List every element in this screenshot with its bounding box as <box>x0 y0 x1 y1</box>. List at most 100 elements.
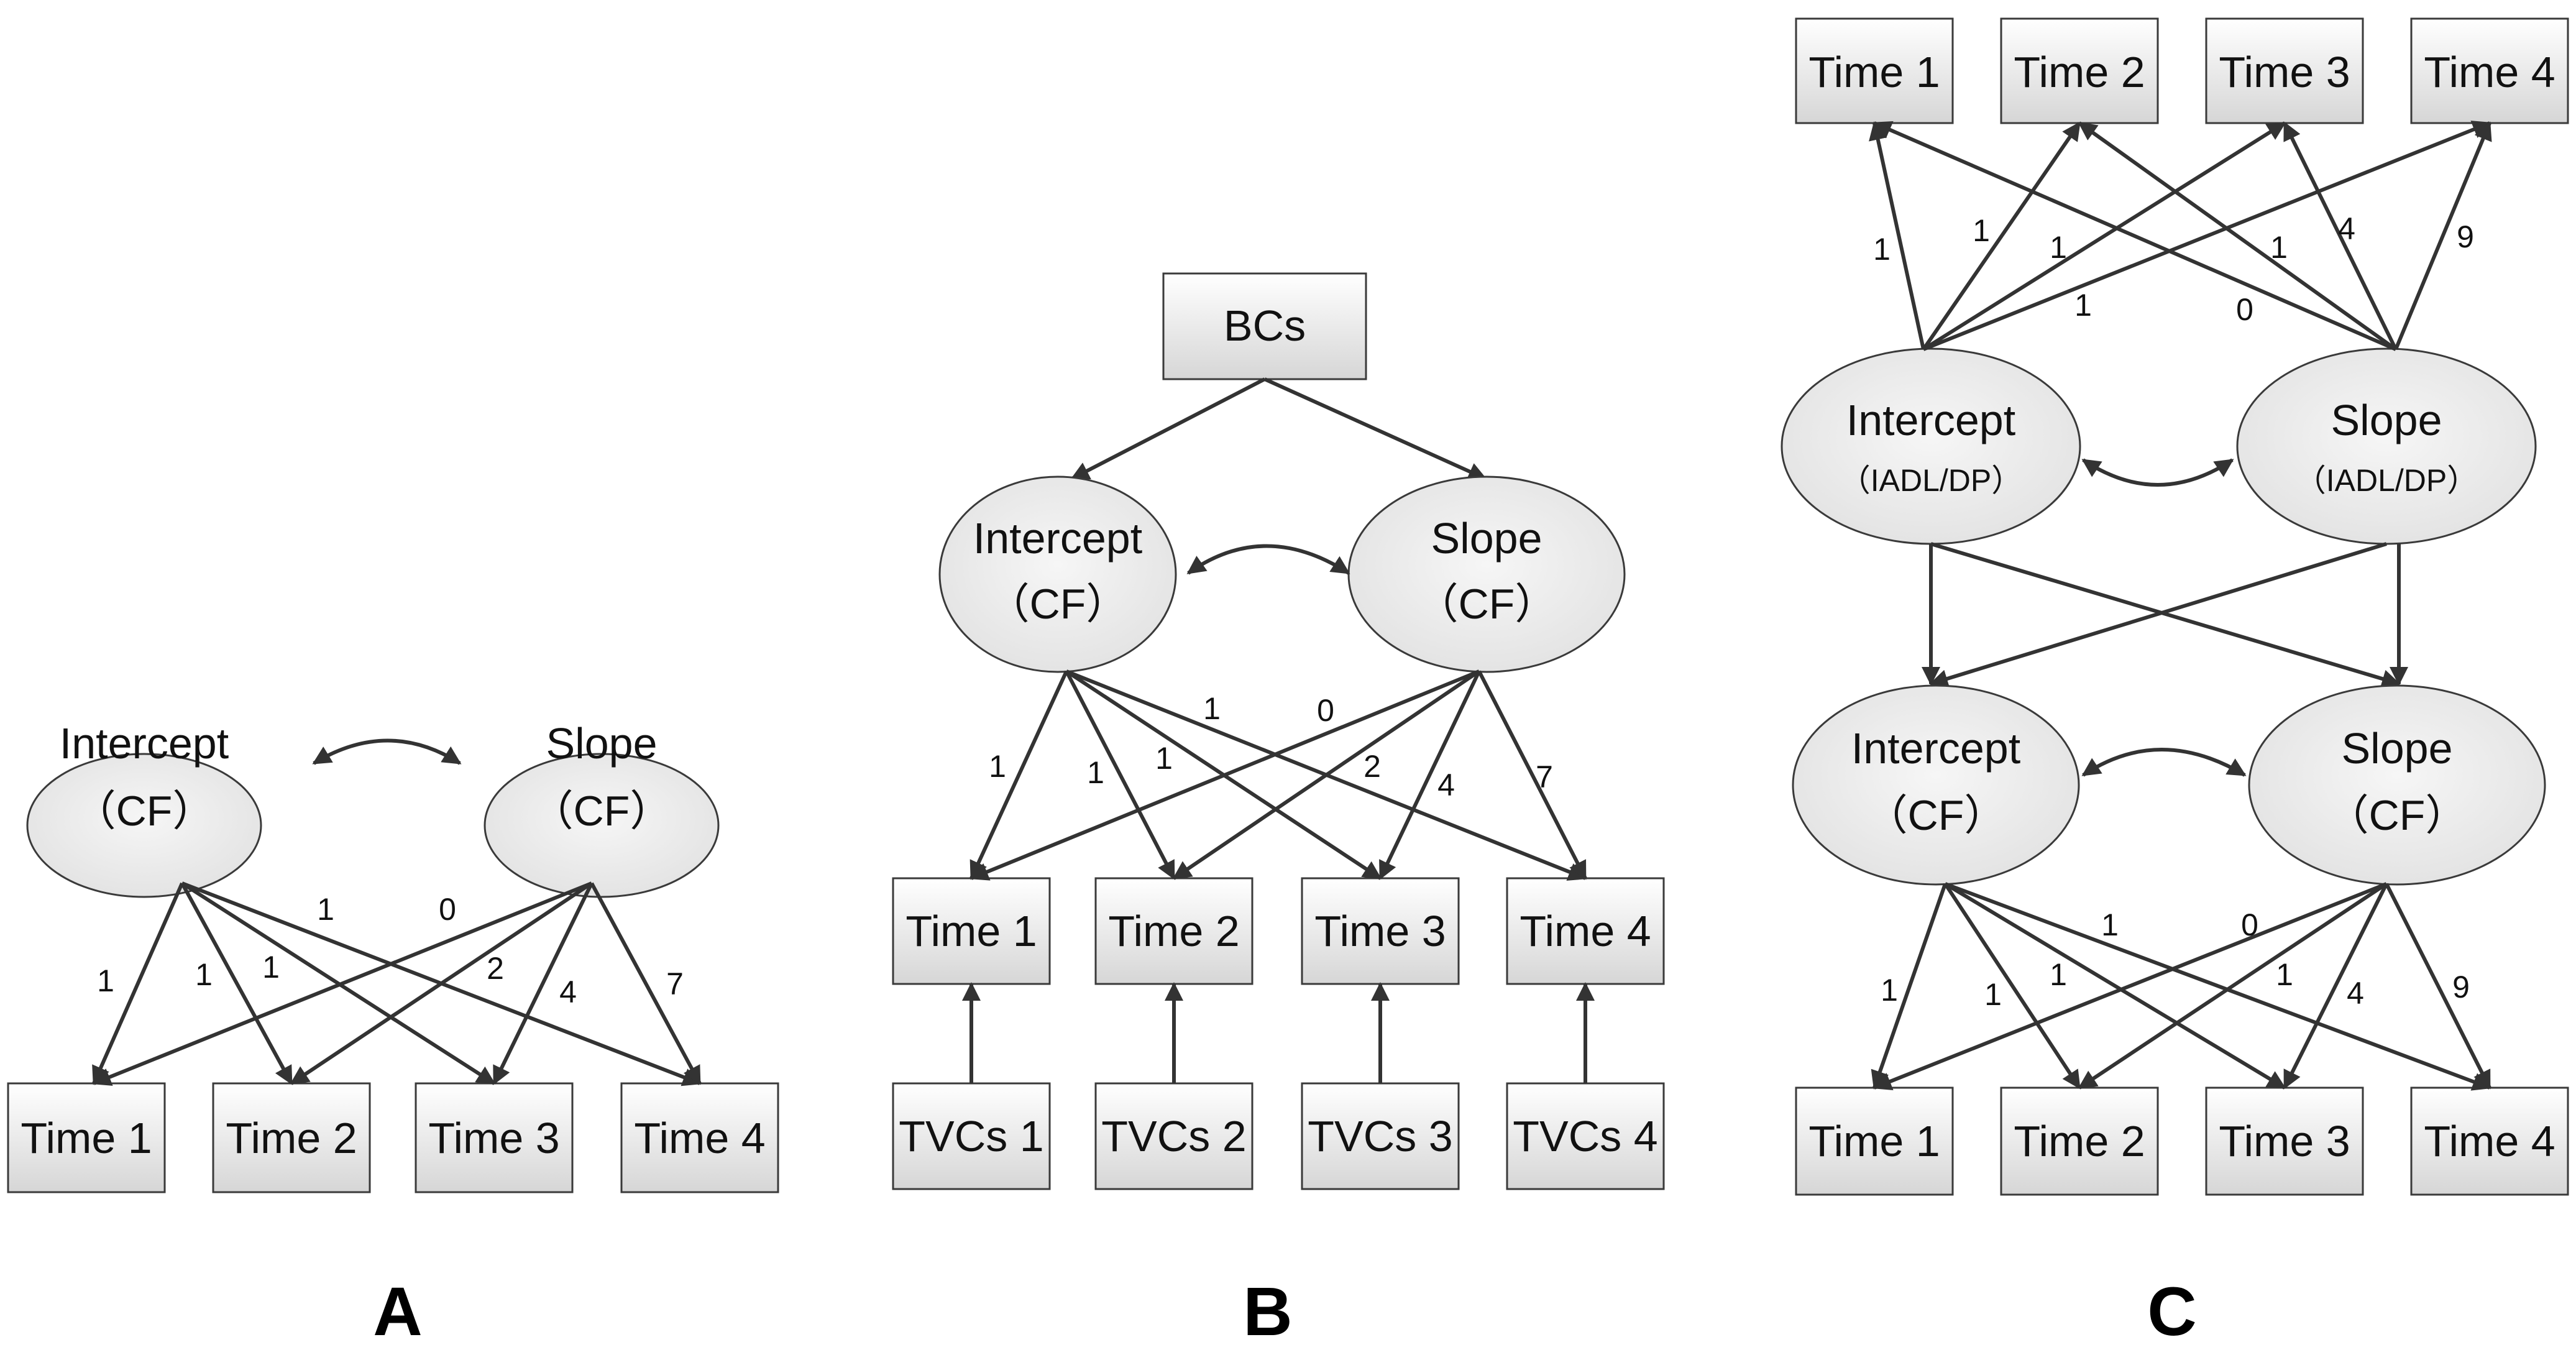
panel-a-path-slope-time-1 <box>92 881 593 1086</box>
panel-b-loading-slope-2: 2 <box>1364 749 1381 784</box>
panel-b-loading-slope-3: 4 <box>1437 768 1455 802</box>
panel-c-bottom-slope-node: Slope （CF） <box>2248 684 2546 886</box>
panel-a-loading-intercept-4: 1 <box>317 892 334 927</box>
panel-b-slope-title: Slope <box>1431 514 1542 563</box>
panel-c-path-top-slope-bottom-intercept <box>1929 542 2387 688</box>
panel-c-bottom-loading-intercept-4: 1 <box>2101 907 2119 942</box>
panel-c-top-time-4-label: Time 4 <box>2424 48 2555 96</box>
panel-a-intercept-sub: （CF） <box>74 788 215 835</box>
panel-a-path-intercept-time-1 <box>92 882 184 1085</box>
panel-b-path-bcs-slope <box>1263 377 1487 480</box>
panel-b-tvcs-1-label: TVCs 1 <box>899 1112 1043 1160</box>
panel-c-bottom-time-1-box: Time 1 <box>1795 1086 1954 1196</box>
panel-c-bottom-loading-intercept-2: 1 <box>1984 977 2002 1012</box>
panel-a-path-slope-time-4 <box>590 882 702 1085</box>
panel-c-top-slope-node: Slope （IADL/DP） <box>2236 347 2537 545</box>
panel-c-top-covariance-arrow <box>2081 458 2234 487</box>
panel-b: BCs Intercept （CF） Slope （CF） Time 1 Tim… <box>892 272 1665 1350</box>
panel-c-top-time-1-box: Time 1 <box>1795 17 1954 124</box>
panel-a-loading-intercept-2: 1 <box>195 957 213 992</box>
panel-c-label: C <box>2147 1274 2196 1350</box>
panel-c-bottom-intercept-node: Intercept （CF） <box>1792 684 2080 886</box>
panel-a-loading-slope-1: 0 <box>439 892 456 927</box>
panel-b-path-intercept-time-1 <box>969 670 1068 880</box>
panel-c-bottom-loading-slope-3: 4 <box>2347 976 2364 1011</box>
panel-b-time-4-label: Time 4 <box>1519 907 1651 955</box>
panel-c-bottom-time-2-label: Time 2 <box>2014 1117 2145 1165</box>
panel-b-label: B <box>1243 1274 1292 1350</box>
panel-c-bottom-path-intercept-time-2 <box>1943 883 2081 1090</box>
panel-a-slope-node: Slope （CF） <box>484 719 720 898</box>
panel-b-loading-slope-1: 0 <box>1317 693 1334 728</box>
panel-c-top-loading-slope-3: 4 <box>2338 211 2355 246</box>
panel-b-time-2-box: Time 2 <box>1094 877 1254 985</box>
panel-a-time-4-label: Time 4 <box>634 1114 765 1162</box>
panel-b-intercept-node: Intercept （CF） <box>938 475 1177 673</box>
panel-b-tvcs-1-box: TVCs 1 <box>892 1082 1051 1190</box>
panel-c-bottom-intercept-title: Intercept <box>1851 724 2020 773</box>
panel-c-bottom-path-slope-time-2 <box>2078 882 2388 1090</box>
panel-b-tvcs-2-box: TVCs 2 <box>1094 1082 1254 1190</box>
panel-a-time-3-box: Time 3 <box>415 1082 574 1193</box>
panel-c-top-intercept-title: Intercept <box>1846 396 2015 444</box>
panel-c-top-time-2-box: Time 2 <box>2000 17 2159 124</box>
panel-c-top-time-3-label: Time 3 <box>2219 48 2350 96</box>
panel-c-top-path-intercept-time-4 <box>1922 121 2491 351</box>
panel-b-time-3-box: Time 3 <box>1301 877 1460 985</box>
panel-c-bottom-loading-slope-4: 9 <box>2452 970 2470 1004</box>
panel-c-top-slope-title: Slope <box>2331 396 2442 444</box>
panel-c-top-loading-intercept-2: 1 <box>1973 213 1990 248</box>
panel-a: Intercept （CF） Slope （CF） Time 1 Time 2 … <box>7 719 779 1350</box>
panel-c-bottom-slope-title: Slope <box>2341 724 2452 773</box>
panel-c-bottom-covariance-arrow <box>2081 748 2247 777</box>
panel-c-top-path-slope-time-1 <box>1872 121 2397 351</box>
panel-b-path-intercept-time-2 <box>1065 670 1176 880</box>
panel-b-tvcs-2-label: TVCs 2 <box>1101 1112 1246 1160</box>
panel-b-time-2-label: Time 2 <box>1108 907 1239 955</box>
panel-c-top-time-3-box: Time 3 <box>2205 17 2364 124</box>
panel-b-bcs-label: BCs <box>1224 301 1306 350</box>
panel-b-tvcs-3-box: TVCs 3 <box>1301 1082 1460 1190</box>
panel-a-path-slope-time-3 <box>492 882 594 1085</box>
panel-c-top-loading-slope-2: 1 <box>2270 230 2288 265</box>
panel-b-loading-intercept-4: 1 <box>1203 691 1221 726</box>
panel-c-bottom-path-intercept-time-3 <box>1944 882 2286 1090</box>
panel-c-bottom-path-intercept-time-4 <box>1944 882 2491 1091</box>
panel-a-slope-sub: （CF） <box>531 788 672 835</box>
panel-a-time-4-box: Time 4 <box>620 1082 779 1193</box>
panel-b-slope-sub: （CF） <box>1416 581 1557 628</box>
panel-c-bottom-path-slope-time-3 <box>2283 883 2388 1090</box>
panel-c-top-slope-sub: （IADL/DP） <box>2295 463 2478 498</box>
panel-c-bottom-time-2-box: Time 2 <box>2000 1086 2159 1196</box>
panel-a-loading-intercept-1: 1 <box>97 963 114 998</box>
panel-c-top-loading-slope-1: 0 <box>2236 292 2253 327</box>
panel-c-top-path-intercept-time-1 <box>1869 121 1925 350</box>
panel-b-loading-slope-4: 7 <box>1536 760 1553 794</box>
panel-c-top-path-slope-time-2 <box>2078 121 2397 351</box>
panel-b-path-slope-time-4 <box>1477 670 1587 880</box>
panel-a-intercept-node: Intercept （CF） <box>26 719 262 898</box>
panel-b-path-bcs-intercept <box>1070 377 1266 480</box>
panel-a-time-2-box: Time 2 <box>212 1082 371 1193</box>
panel-b-tvcs-4-box: TVCs 4 <box>1506 1082 1665 1190</box>
panel-c-top-time-4-box: Time 4 <box>2410 17 2569 124</box>
panel-c-top-time-1-label: Time 1 <box>1808 48 1940 96</box>
panel-c-top-loading-intercept-3: 1 <box>2050 230 2067 265</box>
panel-c-bottom-slope-sub: （CF） <box>2327 792 2468 839</box>
panel-b-path-slope-time-2 <box>1172 669 1480 880</box>
panel-c-top-loading-intercept-4: 1 <box>2074 288 2092 323</box>
panel-a-label: A <box>373 1274 422 1350</box>
panel-a-time-3-label: Time 3 <box>428 1114 559 1162</box>
panel-b-tvcs-4-label: TVCs 4 <box>1513 1112 1657 1160</box>
panel-c-bottom-time-1-label: Time 1 <box>1808 1117 1940 1165</box>
panel-c-top-path-intercept-time-2 <box>1922 121 2081 351</box>
panel-b-time-4-box: Time 4 <box>1506 877 1665 985</box>
panel-c-top-time-2-label: Time 2 <box>2014 48 2145 96</box>
panel-b-time-3-label: Time 3 <box>1314 907 1446 955</box>
panel-c-bottom-path-slope-time-1 <box>1872 882 2388 1090</box>
panel-a-path-slope-time-2 <box>290 881 593 1085</box>
panel-c-bottom-path-slope-time-4 <box>2385 883 2491 1090</box>
panel-b-loading-intercept-2: 1 <box>1087 755 1104 790</box>
panel-c-top-intercept-node: Intercept （IADL/DP） <box>1781 347 2081 545</box>
